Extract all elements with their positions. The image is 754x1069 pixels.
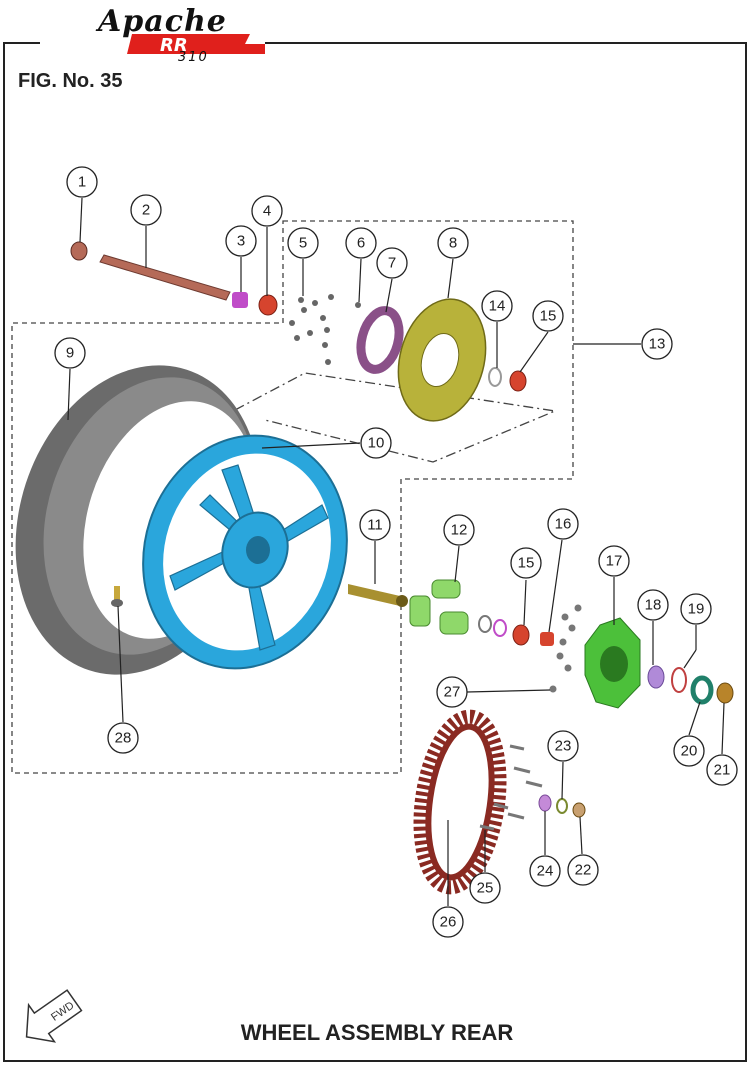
callout-15-upper: 15 xyxy=(532,300,564,332)
callout-23: 23 xyxy=(547,730,579,762)
callout-8: 8 xyxy=(437,227,469,259)
part-12-hub-damper xyxy=(409,579,469,635)
callout-18-label: 18 xyxy=(645,597,662,614)
leader-lines xyxy=(67,197,725,906)
part-27-nuts xyxy=(549,604,582,693)
callout-19-label: 19 xyxy=(688,601,705,618)
callout-24-label: 24 xyxy=(537,863,554,880)
callout-22: 22 xyxy=(567,854,599,886)
callout-25: 25 xyxy=(469,872,501,904)
part-19-circlip xyxy=(671,667,687,693)
part-seal-lower xyxy=(478,615,492,633)
callout-20-label: 20 xyxy=(681,743,698,760)
logo-brand-text: Apache xyxy=(98,4,227,39)
callout-6-label: 6 xyxy=(357,235,365,252)
callout-12: 12 xyxy=(443,514,475,546)
figure-number: FIG. No. 35 xyxy=(18,70,123,92)
part-16-spacer xyxy=(540,632,554,646)
callout-3-label: 3 xyxy=(237,233,245,250)
callout-23-label: 23 xyxy=(555,738,572,755)
callout-5-label: 5 xyxy=(299,235,307,252)
callout-1-label: 1 xyxy=(78,174,86,191)
callout-4: 4 xyxy=(251,195,283,227)
part-20-oil-seal xyxy=(690,675,714,705)
part-21-collar xyxy=(716,682,734,704)
part-15-bearing-upper xyxy=(509,370,527,392)
callout-13-label: 13 xyxy=(649,336,666,353)
part-18-spacer xyxy=(647,665,665,689)
callout-11-label: 11 xyxy=(367,517,383,534)
part-14-seal xyxy=(488,367,502,387)
part-7-disc-bracket xyxy=(356,306,404,374)
callout-9: 9 xyxy=(54,337,86,369)
callout-12-label: 12 xyxy=(451,522,468,539)
logo-rr-mark: RR xyxy=(127,34,265,56)
callout-10: 10 xyxy=(360,427,392,459)
callout-17: 17 xyxy=(598,545,630,577)
callout-21: 21 xyxy=(706,754,738,786)
callout-15-upper-label: 15 xyxy=(540,308,557,325)
callout-13: 13 xyxy=(641,328,673,360)
part-15-bearing-lower xyxy=(512,624,530,646)
callout-16: 16 xyxy=(547,508,579,540)
part-4-bearing xyxy=(258,294,278,316)
callout-2-label: 2 xyxy=(142,202,150,219)
callout-25-label: 25 xyxy=(477,880,494,897)
callout-17-label: 17 xyxy=(606,553,623,570)
part-3-spacer xyxy=(232,292,248,308)
logo-model-number: 310 xyxy=(178,50,209,65)
part-tyre-valve xyxy=(111,586,123,607)
part-22-nut xyxy=(572,802,586,818)
callout-27: 27 xyxy=(436,676,468,708)
callout-26: 26 xyxy=(432,906,464,938)
part-11-collar xyxy=(348,584,408,607)
part-24-washer xyxy=(538,794,552,812)
callout-15-lower: 15 xyxy=(510,547,542,579)
callout-15-lower-label: 15 xyxy=(518,555,535,572)
callout-24: 24 xyxy=(529,855,561,887)
callout-20: 20 xyxy=(673,735,705,767)
part-26-rear-sprocket xyxy=(413,709,507,895)
callout-1: 1 xyxy=(66,166,98,198)
part-23-spring-washer xyxy=(556,798,568,814)
fwd-arrow: FWD xyxy=(25,989,83,1043)
callout-16-label: 16 xyxy=(555,516,572,533)
part-2-axle xyxy=(99,254,231,301)
part-5-6-bolts xyxy=(289,294,361,365)
logo-red-swoosh xyxy=(127,34,265,54)
callout-14: 14 xyxy=(481,290,513,322)
callout-9-label: 9 xyxy=(66,345,74,362)
diagram-frame xyxy=(3,42,747,1062)
part-17-sprocket-hub xyxy=(584,617,641,709)
callout-11: 11 xyxy=(359,509,391,541)
callout-14-label: 14 xyxy=(489,298,506,315)
callout-8-label: 8 xyxy=(449,235,457,252)
diagram-title: WHEEL ASSEMBLY REAR xyxy=(240,1020,514,1045)
callout-19: 19 xyxy=(680,593,712,625)
part-ring-lower xyxy=(493,619,507,637)
part-25-sprocket-bolts xyxy=(479,744,543,831)
callout-21-label: 21 xyxy=(714,762,731,779)
callout-28-label: 28 xyxy=(115,730,132,747)
logo-rr-text: RR xyxy=(160,35,188,56)
callout-3: 3 xyxy=(225,225,257,257)
callout-2: 2 xyxy=(130,194,162,226)
callout-10-label: 10 xyxy=(368,435,385,452)
callout-5: 5 xyxy=(287,227,319,259)
callout-4-label: 4 xyxy=(263,203,271,220)
callout-7-label: 7 xyxy=(388,255,396,272)
callout-27-label: 27 xyxy=(444,684,461,701)
part-8-brake-disc xyxy=(397,298,487,422)
callout-28: 28 xyxy=(107,722,139,754)
callout-7: 7 xyxy=(376,247,408,279)
part-wheel-rim xyxy=(142,434,348,670)
brand-logo: Apache RR 310 xyxy=(40,4,265,65)
callout-6: 6 xyxy=(345,227,377,259)
part-1-axle-nut xyxy=(70,241,88,261)
callout-18: 18 xyxy=(637,589,669,621)
callout-26-label: 26 xyxy=(440,914,457,931)
callout-22-label: 22 xyxy=(575,862,592,879)
